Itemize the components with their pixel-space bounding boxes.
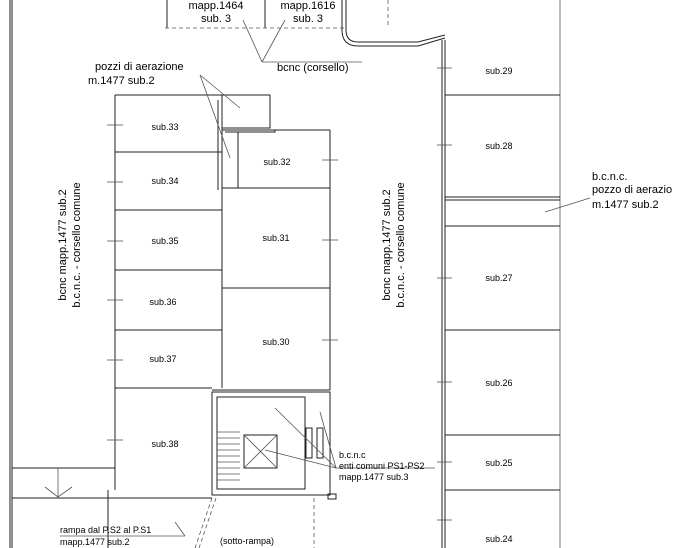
top-box-2-label: mapp.1616 — [280, 0, 335, 12]
vertical-left-label-2: b.c.n.c. - corsello comune — [71, 182, 83, 307]
unit-sub-28: sub.28 — [485, 141, 512, 151]
rampa-label-2: mapp.1477 sub.2 — [60, 537, 130, 547]
sotto-rampa-label: (sotto-rampa) — [220, 536, 274, 546]
pozzo-right-label-3: m.1477 sub.2 — [592, 199, 659, 211]
rampa-label-1: rampa dal P.S2 al P.S1 — [60, 525, 151, 535]
top-box-2-sub: sub. 3 — [293, 13, 323, 25]
top-box-1-label: mapp.1464 — [188, 0, 243, 12]
unit-sub-32: sub.32 — [263, 157, 290, 167]
top-box-1-sub: sub. 3 — [201, 13, 231, 25]
tick-marks — [107, 67, 452, 521]
vertical-left-label-1: bcnc mapp.1477 sub.2 — [57, 189, 69, 300]
unit-sub-37: sub.37 — [149, 354, 176, 364]
vertical-mid-label-2: b.c.n.c. - corsello comune — [395, 182, 407, 307]
unit-sub-25: sub.25 — [485, 458, 512, 468]
unit-sub-29: sub.29 — [485, 66, 512, 76]
enti-label-2: enti comuni PS1-PS2 — [339, 461, 425, 471]
corsello-label: bcnc (corsello) — [277, 62, 349, 74]
unit-sub-38: sub.38 — [151, 439, 178, 449]
enti-label-3: mapp.1477 sub.3 — [339, 472, 409, 482]
walls — [9, 0, 591, 548]
leader-lines — [60, 19, 591, 537]
unit-sub-35: sub.35 — [151, 236, 178, 246]
unit-sub-34: sub.34 — [151, 176, 178, 186]
unit-sub-36: sub.36 — [149, 297, 176, 307]
unit-sub-30: sub.30 — [262, 337, 289, 347]
unit-sub-33: sub.33 — [151, 122, 178, 132]
pozzo-right-label-2: pozzo di aerazio — [592, 184, 672, 196]
unit-sub-24: sub.24 — [485, 534, 512, 544]
unit-sub-26: sub.26 — [485, 378, 512, 388]
pozzi-sub-label: m.1477 sub.2 — [88, 75, 155, 87]
unit-sub-27: sub.27 — [485, 273, 512, 283]
enti-label-1: b.c.n.c — [339, 450, 366, 460]
pozzo-right-label-1: b.c.n.c. — [592, 171, 627, 183]
pozzi-label: pozzi di aerazione — [95, 61, 184, 73]
stairs — [217, 431, 240, 481]
vertical-mid-label-1: bcnc mapp.1477 sub.2 — [381, 189, 393, 300]
unit-sub-31: sub.31 — [262, 233, 289, 243]
